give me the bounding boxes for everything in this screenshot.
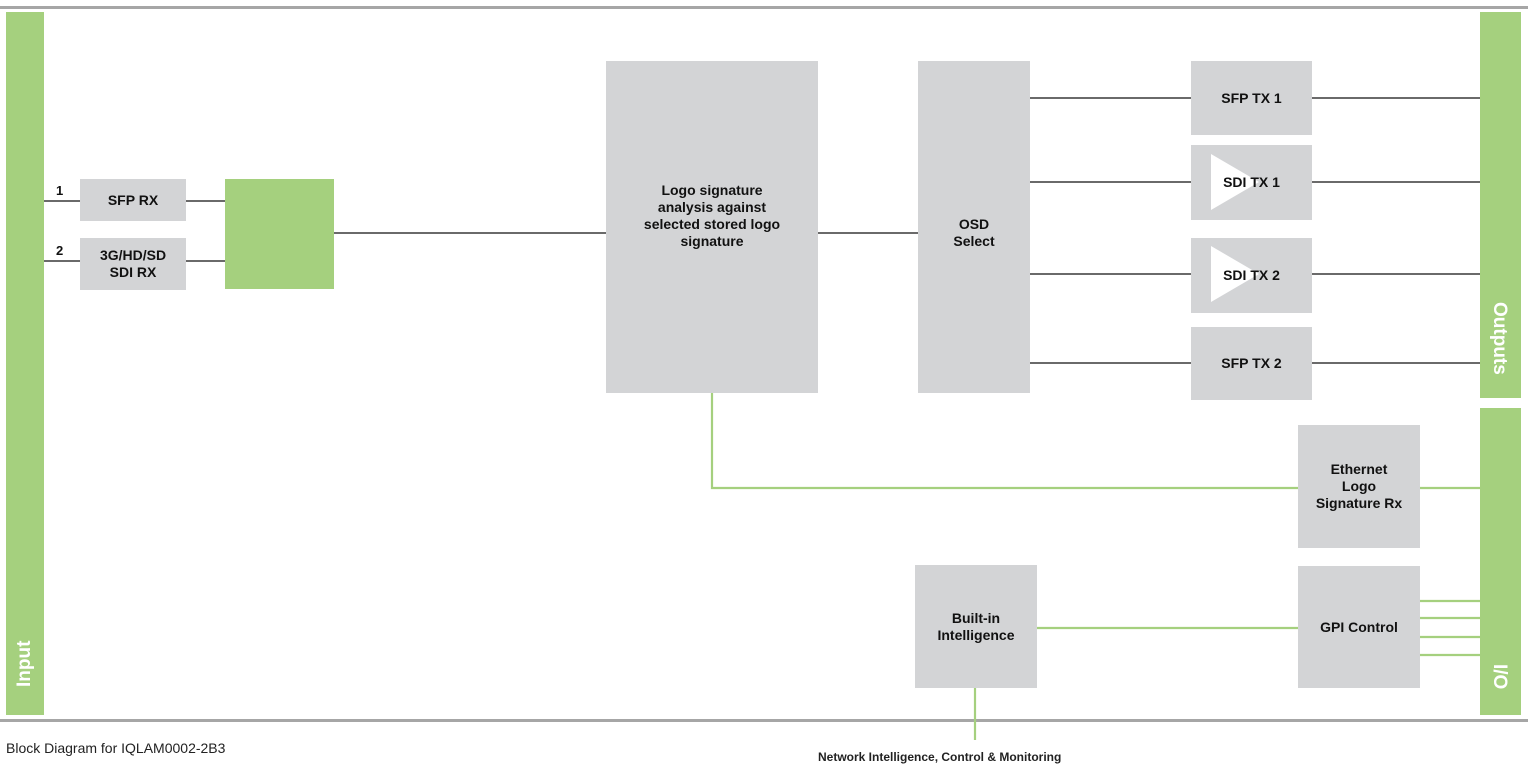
- gpi-control-block: GPI Control: [1298, 566, 1420, 688]
- sdi-rx-block: 3G/HD/SD SDI RX: [80, 238, 186, 290]
- io-bar: I/O: [1480, 408, 1521, 715]
- logo-analysis-line4: signature: [680, 233, 744, 249]
- ethernet-line2: Logo: [1341, 478, 1377, 494]
- sfp-tx1-label: SFP TX 1: [1221, 89, 1282, 106]
- input-bar: Input: [6, 12, 44, 715]
- osd-select-line1: OSD: [958, 216, 990, 232]
- input-number-2: 2: [56, 243, 64, 258]
- sfp-tx2-block: SFP TX 2: [1191, 327, 1312, 400]
- io-bar-label: I/O: [1489, 664, 1510, 690]
- sdi-tx2-block: SDI TX 2: [1191, 238, 1312, 313]
- amplifier-triangle-icon: [1211, 246, 1259, 302]
- built-in-line1: Built-in: [951, 609, 1001, 626]
- osd-select-line2: Select: [953, 233, 995, 249]
- osd-select-block: OSD Select: [918, 61, 1030, 393]
- sdi-tx1-block: SDI TX 1: [1191, 145, 1312, 220]
- sdi-tx1-label: SDI TX 1: [1223, 174, 1280, 190]
- outputs-bar-label: Outputs: [1489, 302, 1510, 375]
- sfp-rx-block: SFP RX: [80, 179, 186, 221]
- sfp-tx2-label: SFP TX 2: [1221, 355, 1282, 371]
- input-number-1: 1: [56, 183, 64, 198]
- logo-analysis-line2: analysis against: [657, 199, 767, 215]
- gpi-control-label: GPI Control: [1320, 618, 1398, 635]
- ethernet-line1: Ethernet: [1330, 461, 1388, 477]
- sdi-tx2-label: SDI TX 2: [1223, 267, 1280, 283]
- sfp-rx-label: SFP RX: [107, 191, 159, 208]
- network-caption: Network Intelligence, Control & Monitori…: [818, 750, 1062, 764]
- ethernet-line3: Signature Rx: [1315, 495, 1403, 511]
- sfp-tx1-block: SFP TX 1: [1191, 61, 1312, 135]
- input-bar-label: Input: [14, 640, 35, 687]
- top-rule: [0, 6, 1528, 9]
- amplifier-triangle-icon: [1211, 154, 1259, 210]
- logo-analysis-block: Logo signature analysis against selected…: [606, 61, 818, 393]
- diagram-title: Block Diagram for IQLAM0002-2B3: [6, 740, 226, 756]
- built-in-line2: Intelligence: [937, 626, 1015, 643]
- sdi-rx-label-line2: SDI RX: [109, 264, 157, 280]
- outputs-bar: Outputs: [1480, 12, 1521, 398]
- logo-analysis-line3: selected stored logo: [643, 216, 781, 232]
- bottom-rule: [0, 719, 1528, 722]
- built-in-intelligence-block: Built-in Intelligence: [915, 565, 1037, 688]
- input-switch-block: [225, 179, 334, 289]
- sdi-rx-label-line1: 3G/HD/SD: [99, 247, 167, 263]
- ethernet-logo-signature-block: Ethernet Logo Signature Rx: [1298, 425, 1420, 548]
- logo-analysis-line1: Logo signature: [661, 182, 763, 198]
